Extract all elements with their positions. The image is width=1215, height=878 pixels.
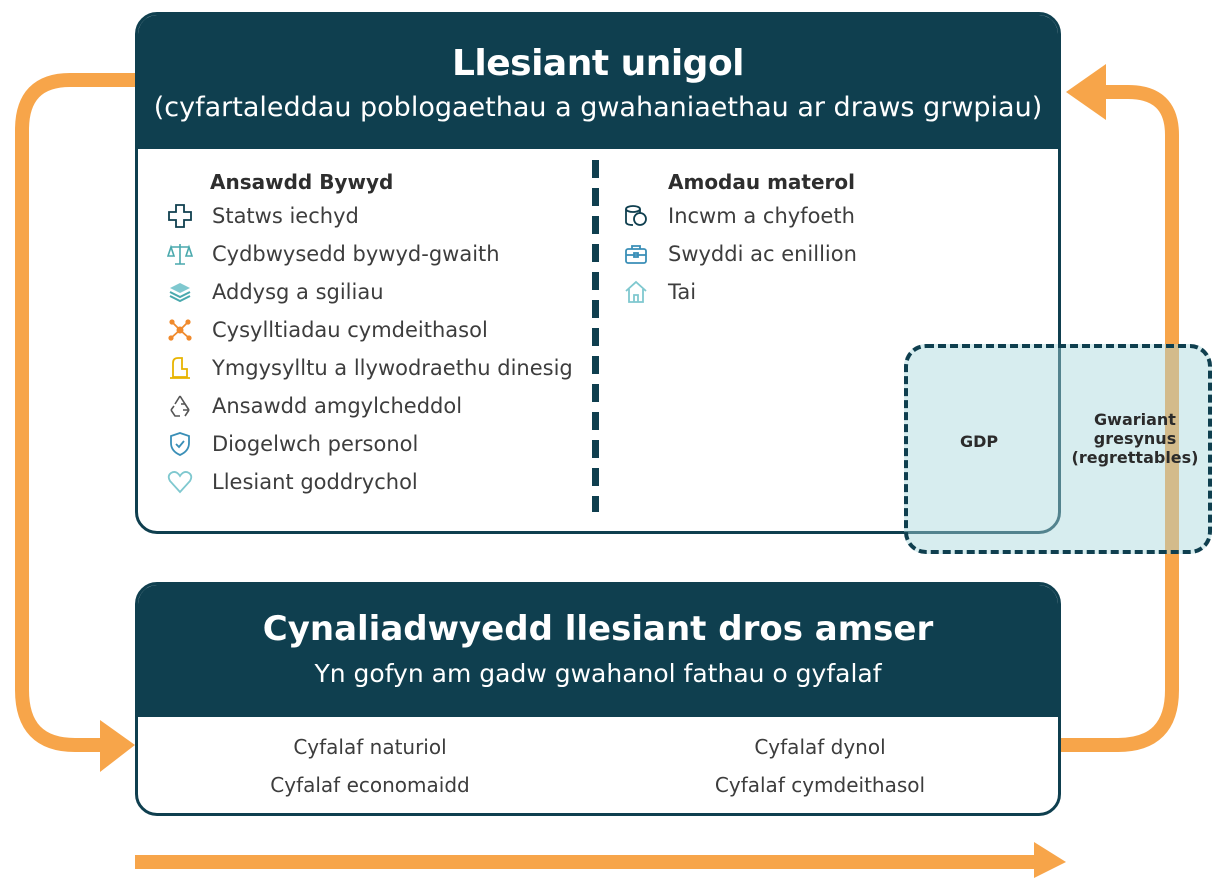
list-item: Cysylltiadau cymdeithasol [166, 311, 573, 349]
balance-scale-icon [166, 240, 194, 268]
list-item-label: Swyddi ac enillion [668, 242, 857, 266]
economic-capital-label: Cyfalaf economaidd [270, 773, 470, 797]
list-item: Diogelwch personol [166, 425, 573, 463]
list-item: Ansawdd amgylcheddol [166, 387, 573, 425]
material-conditions-column: Amodau materol Incwm a chyfoeth Swyddi a… [622, 167, 857, 311]
sustainability-title: Cynaliadwyedd llesiant dros amser [262, 609, 934, 649]
recycle-icon [166, 392, 194, 420]
quality-of-life-column: Ansawdd Bywyd Statws iechyd Cydbwysedd b… [166, 167, 573, 501]
health-cross-icon [166, 202, 194, 230]
list-item: Swyddi ac enillion [622, 235, 857, 273]
material-conditions-heading: Amodau materol [668, 170, 855, 194]
gdp-overlap-box [904, 344, 1212, 554]
list-item: Addysg a sgiliau [166, 273, 573, 311]
social-capital-label: Cyfalaf cymdeithasol [714, 773, 926, 797]
civic-building-icon [166, 354, 194, 382]
house-icon [622, 278, 650, 306]
natural-capital-label: Cyfalaf naturiol [293, 735, 447, 759]
list-item-label: Ymgysylltu a llywodraethu dinesig [212, 356, 573, 380]
sustainability-subtitle: Yn gofyn am gadw gwahanol fathau o gyfal… [314, 659, 882, 688]
time-arrowhead [1034, 842, 1066, 878]
human-capital-label: Cyfalaf dynol [754, 735, 886, 759]
briefcase-icon [622, 240, 650, 268]
sustainability-header: Cynaliadwyedd llesiant dros amser Yn gof… [138, 585, 1058, 717]
heart-icon [166, 468, 194, 496]
left-arrowhead [100, 720, 135, 772]
list-item-label: Statws iechyd [212, 204, 359, 228]
list-item-label: Ansawdd amgylcheddol [212, 394, 463, 418]
list-item: Llesiant goddrychol [166, 463, 573, 501]
list-item-label: Cydbwysedd bywyd-gwaith [212, 242, 500, 266]
list-item: Cydbwysedd bywyd-gwaith [166, 235, 573, 273]
right-arrowhead [1066, 64, 1106, 120]
list-item-label: Tai [668, 280, 697, 304]
list-item-label: Addysg a sgiliau [212, 280, 384, 304]
list-item: Statws iechyd [166, 197, 573, 235]
right-loop-arrow [1061, 85, 1179, 752]
list-item-label: Cysylltiadau cymdeithasol [212, 318, 488, 342]
shield-icon [166, 430, 194, 458]
network-icon [166, 316, 194, 344]
regrettables-label: Gwariant gresynus (regrettables) [1071, 410, 1199, 467]
individual-wellbeing-subtitle: (cyfartaleddau poblogaethau a gwahaniaet… [153, 92, 1043, 123]
gdp-label: GDP [960, 432, 999, 451]
column-divider [592, 160, 599, 512]
list-item-label: Incwm a chyfoeth [668, 204, 855, 228]
left-loop-arrow [15, 73, 135, 752]
list-item: Incwm a chyfoeth [622, 197, 857, 235]
quality-of-life-heading: Ansawdd Bywyd [210, 170, 394, 194]
list-item-label: Llesiant goddrychol [212, 470, 418, 494]
sustainability-box: Cynaliadwyedd llesiant dros amser Yn gof… [135, 582, 1061, 816]
list-item: Ymgysylltu a llywodraethu dinesig [166, 349, 573, 387]
list-item: Tai [622, 273, 857, 311]
list-item-label: Diogelwch personol [212, 432, 419, 456]
books-icon [166, 278, 194, 306]
coins-icon [622, 202, 650, 230]
individual-wellbeing-header: Llesiant unigol (cyfartaleddau poblogaet… [138, 15, 1058, 149]
individual-wellbeing-title: Llesiant unigol [451, 43, 745, 84]
